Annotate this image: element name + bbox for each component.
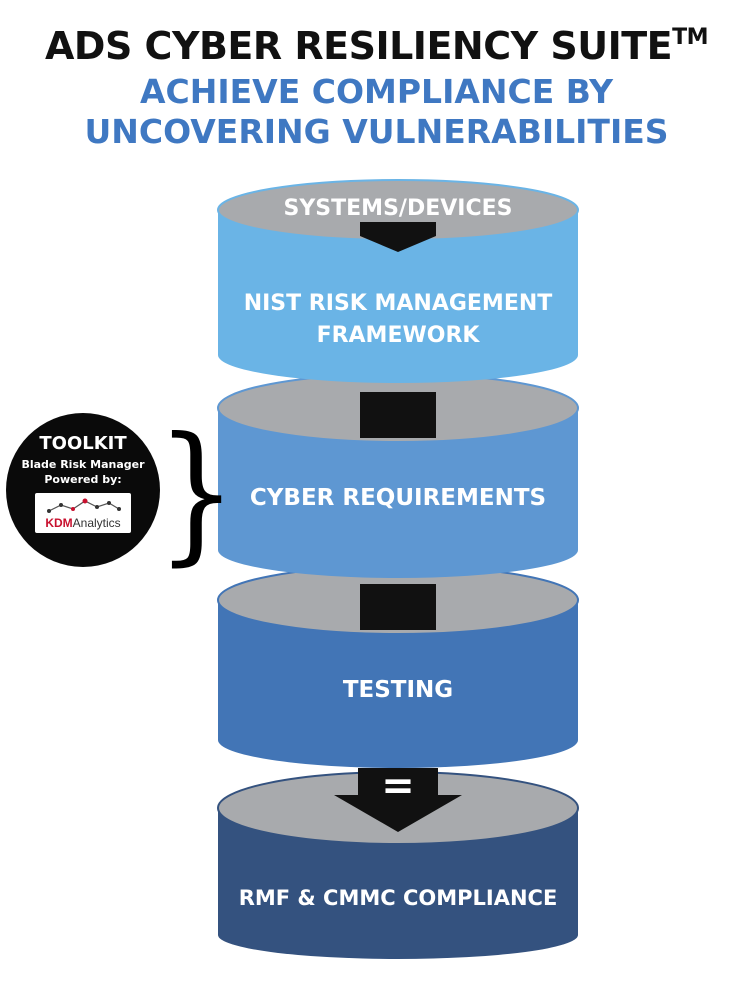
equals-sign: =: [381, 763, 415, 809]
layer-rmf-cmmc-label: RMF & CMMC COMPLIANCE: [239, 886, 558, 910]
kdm-analytics-logo: KDMAnalytics: [35, 493, 131, 533]
layer-nist-rmf-label-line1: NIST RISK MANAGEMENT: [244, 291, 553, 316]
layer-nist-rmf: SYSTEMS/DEVICES NIST RISK MANAGEMENT FRA…: [217, 179, 579, 383]
layer-testing-body: [218, 600, 578, 768]
layer-rmf-cmmc-body: [218, 808, 578, 959]
equals-arrow: =: [334, 763, 462, 832]
layer-cyber-requirements-label: CYBER REQUIREMENTS: [250, 485, 546, 511]
logo-kdm: KDM: [45, 516, 73, 530]
curly-brace: }: [156, 406, 238, 580]
main-title: ADS CYBER RESILIENCY SUITETM: [0, 24, 753, 68]
trademark-mark: TM: [672, 25, 708, 50]
equals-arrow-shape: [334, 768, 462, 832]
layer-testing-label: TESTING: [343, 677, 453, 703]
toolkit-title: TOOLKIT: [39, 433, 127, 454]
layer-nist-rmf-body: [218, 210, 578, 383]
layer-cyber-requirements-body: [218, 408, 578, 578]
arrow-into-nist: [360, 222, 436, 252]
toolkit-badge: TOOLKIT Blade Risk Manager Powered by: K…: [6, 413, 160, 567]
subtitle-line-1: ACHIEVE COMPLIANCE BY: [139, 72, 614, 111]
main-title-text: ADS CYBER RESILIENCY SUITE: [45, 24, 673, 68]
layer-nist-rmf-label-line2: FRAMEWORK: [317, 323, 481, 348]
connector-2: [360, 584, 436, 630]
connector-1: [360, 392, 436, 438]
subtitle-line-2: UNCOVERING VULNERABILITIES: [84, 112, 669, 151]
toolkit-powered-by: Powered by:: [44, 473, 122, 486]
logo-analytics: Analytics: [72, 516, 121, 530]
logo-graph-icon: [47, 498, 121, 513]
systems-devices-label: SYSTEMS/DEVICES: [284, 196, 513, 221]
logo-wordmark: KDMAnalytics: [35, 516, 131, 530]
toolkit-product: Blade Risk Manager: [21, 458, 145, 471]
